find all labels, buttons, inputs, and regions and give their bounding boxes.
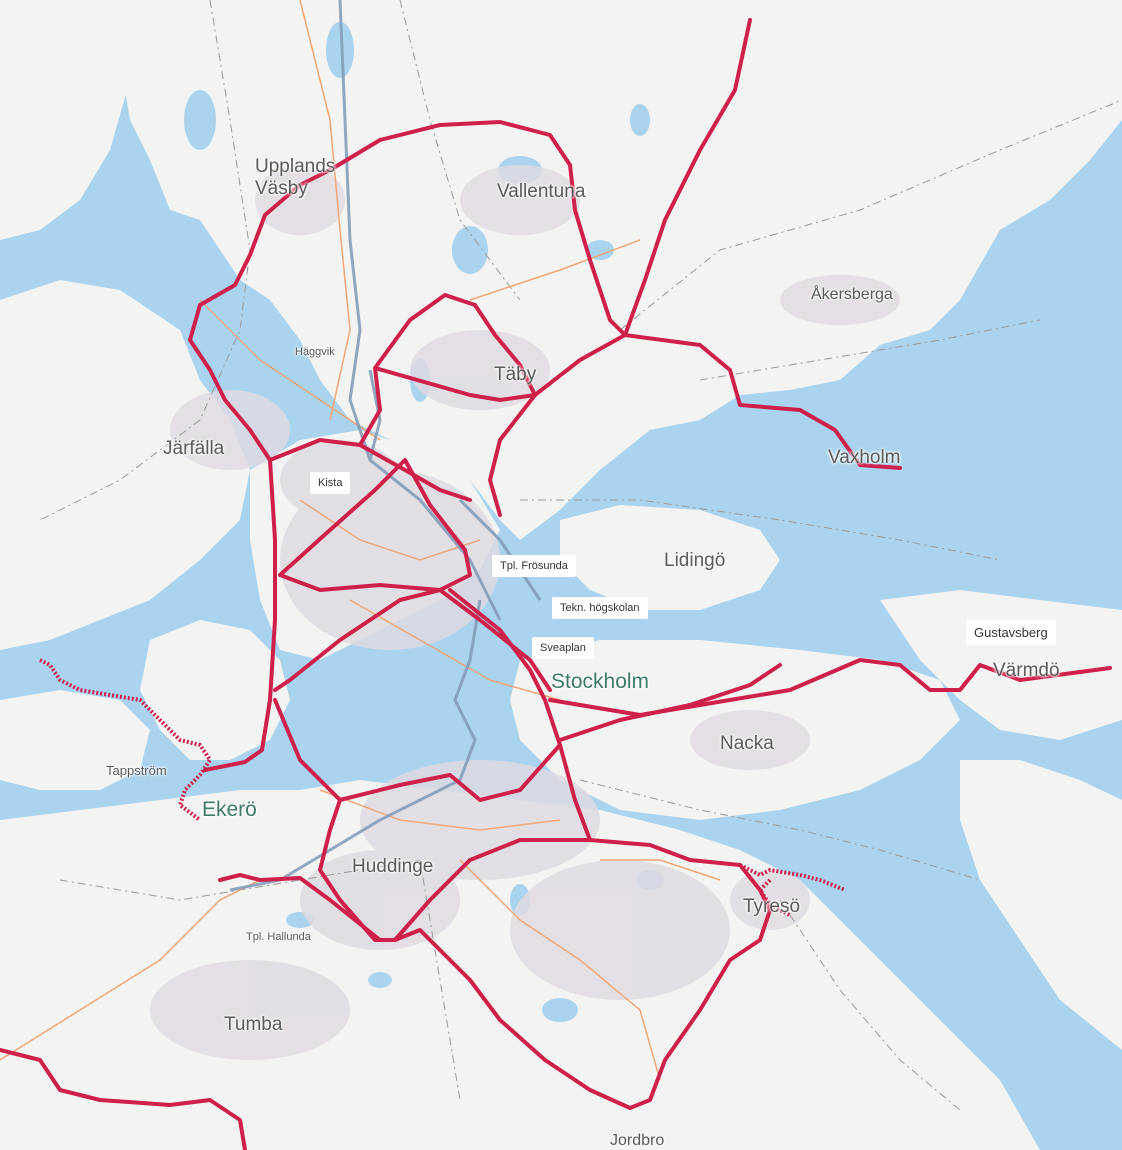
label-jarfalla: Järfälla bbox=[163, 438, 225, 459]
road-vasby-west bbox=[188, 168, 332, 462]
planned-roads[interactable] bbox=[39, 658, 846, 917]
label-tpl-hallunda: Tpl. Hallunda bbox=[246, 931, 311, 943]
border-line bbox=[39, 0, 251, 521]
label-upplands-vasby: Upplands Väsby bbox=[255, 156, 336, 199]
rail-line bbox=[458, 498, 542, 601]
label-tpl-frosunda: Tpl. Frösunda bbox=[492, 555, 576, 577]
road-southwest bbox=[0, 1048, 247, 1150]
local-road bbox=[299, 499, 481, 561]
lake bbox=[368, 972, 392, 988]
urban-area bbox=[360, 760, 600, 880]
local-roads bbox=[0, 0, 721, 1081]
border-line bbox=[779, 899, 961, 1111]
land-northwest bbox=[0, 0, 150, 240]
urban-area bbox=[300, 850, 460, 950]
land-gustavsberg bbox=[880, 590, 1122, 740]
road-vaxholm bbox=[623, 333, 902, 470]
land-west bbox=[0, 280, 250, 650]
local-road bbox=[199, 299, 381, 441]
label-lidingo: Lidingö bbox=[664, 550, 726, 571]
urban-area bbox=[170, 390, 290, 470]
road-hallunda bbox=[218, 873, 382, 942]
urban-area bbox=[150, 960, 350, 1060]
label-jordbro: Jordbro bbox=[610, 1132, 665, 1149]
road-nacka bbox=[548, 658, 1112, 717]
local-road bbox=[469, 239, 641, 301]
urban-area bbox=[255, 165, 345, 235]
road-south bbox=[273, 698, 562, 802]
label-tyreso: Tyresö bbox=[743, 896, 801, 917]
local-road bbox=[319, 789, 561, 831]
local-road bbox=[349, 599, 561, 701]
road-east-west bbox=[448, 588, 592, 842]
border-line bbox=[520, 499, 1001, 561]
local-road bbox=[299, 0, 351, 421]
lake bbox=[184, 90, 216, 150]
border-line bbox=[699, 319, 1041, 381]
border-line bbox=[419, 859, 461, 1101]
urban-area bbox=[780, 275, 900, 325]
road-taby-loop bbox=[358, 293, 537, 447]
label-akersberga: Åkersberga bbox=[811, 286, 893, 303]
label-vaxholm: Vaxholm bbox=[828, 447, 901, 468]
municipal-borders bbox=[39, 0, 1122, 1111]
label-vallentuna: Vallentuna bbox=[497, 181, 586, 202]
road-slussen bbox=[558, 663, 782, 742]
road-kista-link bbox=[268, 438, 472, 502]
lake bbox=[542, 998, 578, 1022]
rail-line bbox=[368, 369, 382, 461]
land-ekero bbox=[140, 620, 290, 760]
road-north-ring bbox=[328, 120, 627, 337]
rail-line bbox=[229, 599, 482, 892]
urban-area bbox=[460, 165, 580, 235]
label-nacka: Nacka bbox=[720, 733, 774, 754]
border-line bbox=[619, 99, 1122, 331]
land-southwest bbox=[0, 690, 150, 790]
major-roads[interactable] bbox=[0, 18, 1112, 1150]
lake bbox=[326, 22, 354, 78]
land-lidingo bbox=[560, 505, 780, 610]
label-tekn-hogskolan: Tekn. högskolan bbox=[552, 597, 648, 619]
local-road bbox=[459, 859, 661, 1081]
label-tumba: Tumba bbox=[224, 1014, 283, 1035]
label-gustavsberg: Gustavsberg bbox=[966, 620, 1056, 645]
land-east bbox=[960, 760, 1122, 1050]
lake bbox=[630, 104, 650, 136]
lake bbox=[586, 240, 614, 260]
label-tappstrom: Tappström bbox=[106, 763, 167, 778]
urban-area bbox=[410, 330, 550, 410]
urban-area bbox=[510, 860, 730, 1000]
urban-area bbox=[690, 710, 810, 770]
local-road bbox=[0, 879, 261, 1061]
label-sveaplan: Sveaplan bbox=[532, 637, 594, 659]
label-taby: Täby bbox=[494, 364, 537, 385]
label-haggvik: Häggvik bbox=[295, 346, 335, 358]
label-varmdo: Värmdö bbox=[993, 660, 1060, 681]
planned-road-tappstrom bbox=[39, 658, 213, 822]
border-line bbox=[579, 779, 981, 881]
planned-road-tyreso bbox=[739, 863, 846, 917]
urban-areas bbox=[150, 165, 900, 1060]
border-line bbox=[399, 0, 521, 301]
label-stockholm: Stockholm bbox=[551, 670, 650, 693]
lake bbox=[452, 226, 488, 274]
local-road bbox=[600, 859, 721, 881]
label-ekero: Ekerö bbox=[202, 798, 257, 821]
land-north bbox=[120, 0, 1122, 540]
label-kista: Kista bbox=[310, 472, 351, 494]
road-essingeleden bbox=[273, 588, 552, 692]
road-western bbox=[203, 458, 277, 772]
road-huddinge bbox=[393, 838, 592, 942]
label-huddinge: Huddinge bbox=[352, 856, 434, 877]
road-central bbox=[278, 458, 472, 592]
